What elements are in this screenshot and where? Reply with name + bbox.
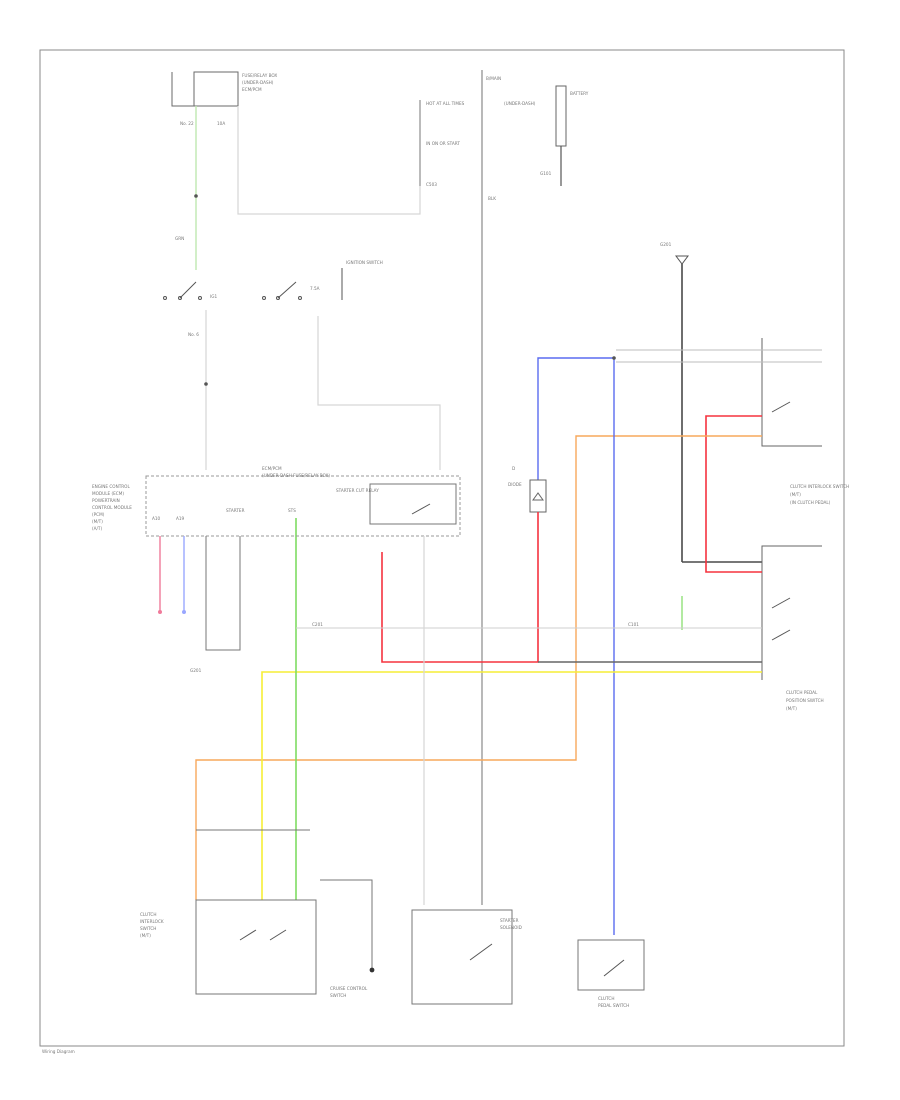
g101-label: G101 (540, 171, 552, 176)
hot2-label: IN ON OR START (426, 141, 460, 146)
clutch-bottom-sub2: SWITCH (140, 926, 156, 931)
starter-title: STARTER (500, 918, 519, 923)
ecm-left-7: (A/T) (92, 526, 102, 531)
ccs-title: CRUISE CONTROL (330, 986, 368, 991)
right-top-mid: (M/T) (790, 492, 801, 497)
right-bot-title: CLUTCH PEDAL (786, 690, 818, 695)
yellow-wire (261, 671, 762, 900)
fuse-a-label: No. 22 (180, 121, 194, 126)
ecm-sub: (UNDER-DASH FUSE/RELAY BOX) (262, 473, 330, 478)
clutch-bottom-sub1: INTERLOCK (140, 919, 164, 924)
ig1-label: GRN (175, 236, 184, 241)
battery-label: BATTERY (570, 91, 589, 96)
top-relay-sub: (UNDER-DASH) (242, 80, 274, 85)
hot3-label: (UNDER-DASH) (504, 101, 536, 106)
diode-component: DIODE D (508, 466, 547, 513)
fuse-b-label: 10A (217, 121, 225, 126)
ccs-sub: SWITCH (330, 993, 346, 998)
right-top-bot: (IN CLUTCH PEDAL) (790, 500, 831, 505)
right-ground: G201 (660, 242, 689, 265)
ignition-switch-mid: IGNITION SWITCH 7.5A (262, 260, 383, 300)
red-wire-main (381, 512, 539, 663)
diagram-frame (39, 49, 845, 1047)
conn1-label: C503 (426, 182, 437, 187)
pin-a: A10 (152, 516, 161, 521)
pin-e: STS (288, 508, 296, 513)
blue-wire (537, 357, 615, 935)
ecm-left-5: (PCM) (92, 512, 105, 517)
right-bot-bot: (M/T) (786, 706, 797, 711)
right-upper-switch: CLUTCH INTERLOCK SWITCH (M/T) (IN CLUTCH… (761, 338, 849, 505)
ig1-b: IG1 (210, 294, 217, 299)
pin-d: STARTER (226, 508, 245, 513)
ecm-left-3: POWERTRAIN (92, 498, 120, 503)
right-bot-mid: POSITION SWITCH (786, 698, 824, 703)
blue-splice (612, 356, 616, 360)
diode-pin: D (512, 466, 515, 471)
cruise-control-switch: CRUISE CONTROL SWITCH (320, 879, 375, 998)
starter-cut-label: STARTER CUT RELAY (336, 488, 379, 493)
pink-end (158, 610, 162, 614)
top-fuse-relay-box: FUSE/RELAY BOX (UNDER-DASH) ECM/PCM No. … (171, 71, 277, 126)
ecm-left-1: ENGINE CONTROL (92, 484, 130, 489)
ecm-ground-label: G201 (190, 668, 202, 673)
starter-sub: SOLENOID (500, 925, 522, 930)
white-wire-top (237, 106, 421, 215)
diode-label: DIODE (508, 482, 522, 487)
ecm-module: ECM/PCM (UNDER-DASH FUSE/RELAY BOX) ENGI… (92, 466, 461, 537)
clutch-pedal-switch: CLUTCH PEDAL SWITCH (577, 939, 645, 1008)
ecm-left-6: (M/T) (92, 519, 103, 524)
b-main-label: B/MAIN (486, 76, 501, 81)
clutch-interlock-bottom: CLUTCH INTERLOCK SWITCH (M/T) (140, 829, 317, 995)
splice-dot (194, 194, 198, 198)
black-ground-ecm (205, 536, 241, 651)
ecm-title: ECM/PCM (262, 466, 282, 471)
cpp-sub: PEDAL SWITCH (598, 1003, 629, 1008)
ig-switch-label: IGNITION SWITCH (346, 260, 383, 265)
hot-label: HOT AT ALL TIMES (426, 101, 465, 106)
starter-solenoid: STARTER SOLENOID (411, 909, 522, 1005)
ground-right-label: G201 (660, 242, 672, 247)
white-wire-mid (317, 316, 441, 470)
conn2-label: C201 (312, 622, 323, 627)
lightblue-end (182, 610, 186, 614)
clutch-bottom-sub3: (M/T) (140, 933, 151, 938)
ecm-left-2: MODULE (ECM) (92, 491, 124, 496)
grn-label: No. 6 (188, 332, 199, 337)
orange-wire (195, 435, 762, 900)
pin-b: A19 (176, 516, 185, 521)
right-top-title: CLUTCH INTERLOCK SWITCH (790, 484, 849, 489)
top-relay-mid: ECM/PCM (242, 87, 262, 92)
battery-symbol: BATTERY G101 (540, 85, 589, 186)
splice-dot-2 (204, 382, 208, 386)
top-middle-fuses: HOT AT ALL TIMES IN ON OR START C503 (419, 100, 465, 187)
cpp-title: CLUTCH (598, 996, 615, 1001)
right-lower-switch: CLUTCH PEDAL POSITION SWITCH (M/T) (761, 545, 824, 711)
blk-label: BLK (488, 196, 496, 201)
fuse-d-label: 7.5A (310, 286, 320, 291)
ignition-switch-left: GRN IG1 No. 6 (163, 236, 217, 337)
clutch-bottom-title: CLUTCH (140, 912, 157, 917)
red-wire-right (705, 415, 762, 573)
ecm-left-4: CONTROL MODULE (92, 505, 132, 510)
conn3-label: C101 (628, 622, 639, 627)
footer-label: Wiring Diagram (42, 1049, 75, 1054)
top-relay-label: FUSE/RELAY BOX (242, 73, 277, 78)
